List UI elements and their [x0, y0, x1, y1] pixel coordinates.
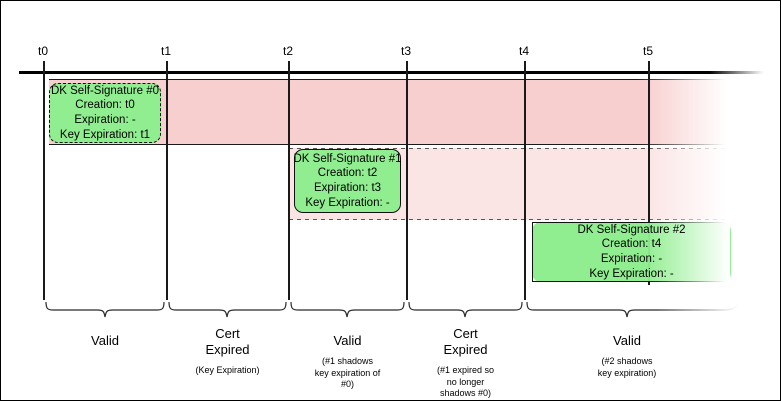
- brace-iv2: [290, 301, 405, 319]
- sig1-expiration: Expiration: t3: [313, 182, 382, 194]
- sig1-key-expiration: Key Expiration: -: [305, 196, 390, 209]
- signature-box-sig2[interactable]: DK Self-Signature #2 Creation: t4 Expira…: [532, 222, 731, 282]
- interval-label-iv3: Cert Expired (#1 expired so no longer sh…: [408, 326, 523, 400]
- iv3-sub: (#1 expired so no longer shadows #0): [436, 365, 495, 398]
- iv0-title: Valid: [91, 333, 119, 348]
- tick-line-t5: [648, 61, 651, 285]
- iv4-title: Valid: [613, 333, 641, 348]
- signature-box-sig1[interactable]: DK Self-Signature #1 Creation: t2 Expira…: [293, 149, 402, 213]
- validity-band-sig1-top-edge: [289, 148, 731, 149]
- iv1-sub: (Key Expiration): [195, 365, 260, 375]
- sig0-expiration: Expiration: -: [74, 114, 136, 126]
- tick-line-t1: [166, 61, 169, 300]
- validity-band-sig1-bottom-edge: [289, 219, 731, 220]
- sig1-title: DK Self-Signature #1: [293, 152, 402, 165]
- tick-line-t3: [406, 61, 409, 300]
- iv4-sub: (#2 shadows key expiration): [597, 356, 657, 378]
- sig2-expiration: Expiration: -: [600, 253, 663, 265]
- tick-line-t2: [288, 61, 291, 300]
- tick-label-t1: t1: [161, 44, 172, 58]
- sig2-title: DK Self-Signature #2: [577, 223, 686, 236]
- iv2-title: Valid: [333, 333, 362, 348]
- tick-label-t4: t4: [519, 44, 530, 58]
- iv1-title: Cert Expired: [205, 326, 250, 357]
- interval-label-iv1: Cert Expired (Key Expiration): [168, 326, 287, 377]
- sig0-key-expiration: Key Expiration: t1: [59, 128, 151, 141]
- sig0-title: DK Self-Signature #0: [50, 84, 160, 97]
- interval-label-iv4: Valid (#2 shadows key expiration): [526, 333, 728, 379]
- brace-iv1: [168, 301, 287, 319]
- tick-label-t2: t2: [283, 44, 294, 58]
- brace-iv4: [526, 301, 741, 319]
- interval-label-iv0: Valid: [45, 333, 165, 356]
- iv2-sub: (#1 shadows key expiration of #0): [314, 356, 381, 389]
- sig2-key-expiration: Key Expiration: -: [589, 267, 674, 280]
- sig1-creation: Creation: t2: [317, 167, 378, 180]
- timeline-axis: [19, 71, 764, 74]
- sig2-creation: Creation: t4: [601, 238, 662, 251]
- tick-label-t3: t3: [401, 44, 412, 58]
- brace-iv0: [45, 301, 165, 319]
- validity-band-sig0: [49, 79, 731, 145]
- tick-label-t0: t0: [38, 44, 49, 58]
- tick-line-t0: [43, 61, 46, 300]
- sig0-creation: Creation: t0: [75, 99, 135, 112]
- tick-line-t4: [524, 61, 527, 300]
- brace-iv3: [408, 301, 523, 319]
- interval-label-iv2: Valid (#1 shadows key expiration of #0): [290, 333, 405, 391]
- iv3-title: Cert Expired: [443, 326, 488, 357]
- signature-box-sig0[interactable]: DK Self-Signature #0 Creation: t0 Expira…: [49, 83, 161, 143]
- tick-label-t5: t5: [643, 44, 654, 58]
